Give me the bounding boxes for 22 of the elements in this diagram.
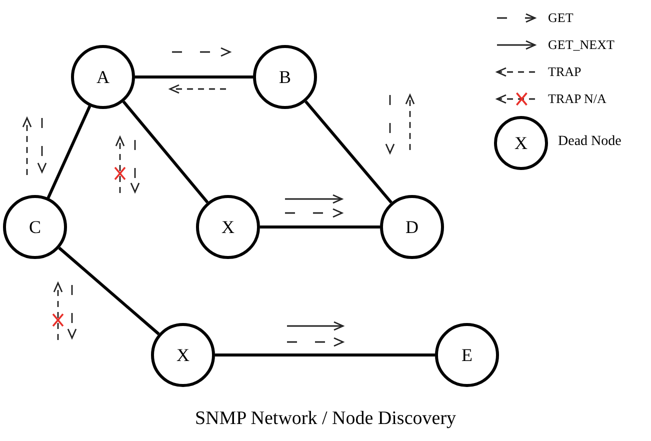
connector-line	[46, 106, 92, 198]
connector-line	[215, 354, 435, 356]
node-label: X	[222, 218, 234, 236]
legend-label: TRAP	[548, 64, 582, 80]
connector-line	[122, 100, 209, 204]
node-label: E	[462, 346, 472, 364]
node-circle	[494, 116, 548, 170]
caption: SNMP Network / Node Discovery	[194, 408, 458, 430]
connector-line	[58, 246, 160, 336]
connector-line	[304, 100, 392, 204]
node-label: X	[176, 346, 190, 364]
node-label: C	[28, 218, 41, 236]
legend-label: GET	[548, 10, 574, 26]
legend-label: GET_NEXT	[548, 37, 614, 53]
node-label: B	[278, 68, 291, 86]
node-label: A	[96, 68, 110, 86]
node-label: D	[406, 218, 418, 236]
node-label: X	[514, 134, 528, 152]
connector-line	[260, 226, 380, 228]
connector-line	[135, 76, 253, 78]
node-caption: Dead Node	[558, 134, 622, 150]
legend-label: TRAP N/A	[548, 91, 606, 107]
